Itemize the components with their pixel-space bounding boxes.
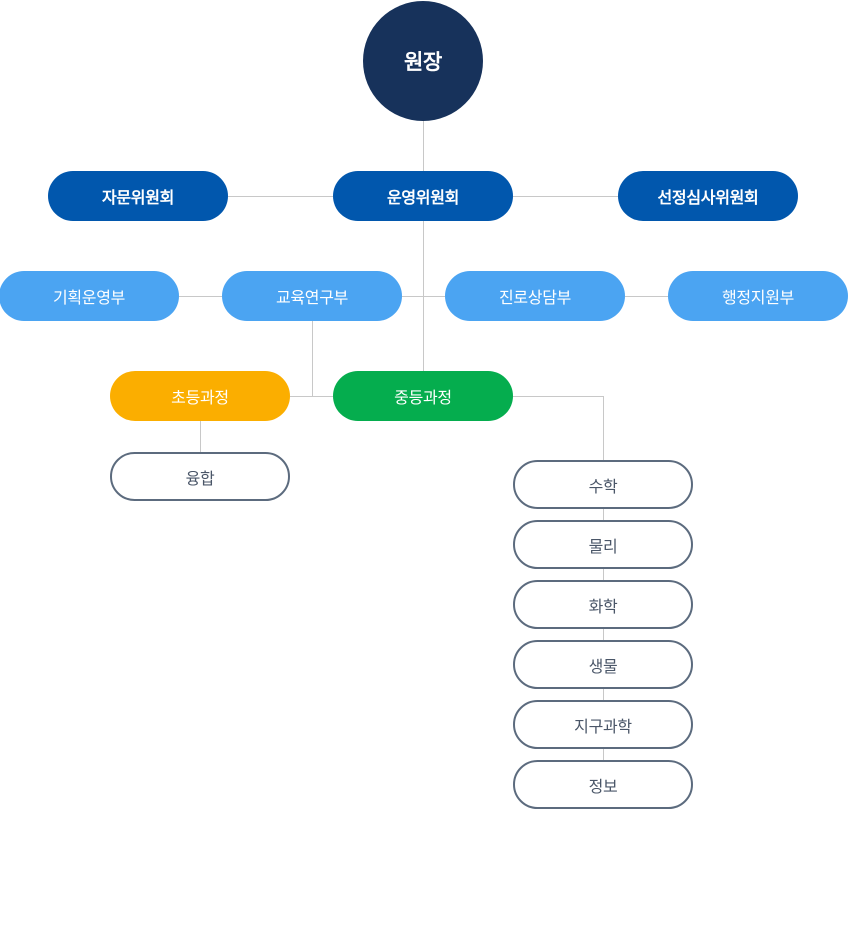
advisory-committee-label: 자문위원회 [101,188,175,207]
elementary-subject-node: 융합 [110,452,290,501]
connector-elementary-subject [200,421,201,452]
secondary-subject-node: 수학 [513,460,693,509]
connector-career-admin [625,296,668,297]
connector-trunk-career [423,296,445,297]
elementary-course-label: 초등과정 [171,388,229,407]
secondary-subject-label: 지구과학 [574,716,632,736]
director-label: 원장 [403,50,443,74]
operation-committee-node: 운영위원회 [333,171,513,221]
admin-department-label: 행정지원부 [721,288,795,307]
connector-education-courses [312,321,313,397]
operation-committee-label: 운영위원회 [386,188,460,207]
admin-department-node: 행정지원부 [668,271,848,321]
connector-planning-education [179,296,222,297]
secondary-subject-node: 지구과학 [513,700,693,749]
secondary-subject-label: 물리 [588,536,618,556]
selection-committee-node: 선정심사위원회 [618,171,798,221]
connector-secondary-subjects [603,396,604,760]
connector-elementary-secondary [290,396,333,397]
elementary-course-node: 초등과정 [110,371,290,421]
career-department-label: 진로상담부 [498,288,572,307]
connector-operation-selection [513,196,618,197]
secondary-subject-node: 화학 [513,580,693,629]
secondary-subject-node: 물리 [513,520,693,569]
planning-department-node: 기획운영부 [0,271,179,321]
elementary-subject-label: 융합 [185,468,215,488]
connector-education-trunk [402,296,423,297]
connector-advisory-operation [228,196,333,197]
secondary-subject-node: 정보 [513,760,693,809]
secondary-subject-label: 생물 [588,656,618,676]
education-department-label: 교육연구부 [275,288,349,307]
selection-committee-label: 선정심사위원회 [657,188,759,207]
connector-director-operation [423,121,424,171]
secondary-subject-label: 수학 [588,476,618,496]
secondary-subject-label: 정보 [588,776,618,796]
secondary-course-node: 중등과정 [333,371,513,421]
secondary-course-label: 중등과정 [394,388,452,407]
advisory-committee-node: 자문위원회 [48,171,228,221]
director-node: 원장 [363,1,483,121]
connector-secondary-right [513,396,603,397]
secondary-subject-label: 화학 [588,596,618,616]
secondary-subject-node: 생물 [513,640,693,689]
planning-department-label: 기획운영부 [52,288,126,307]
education-department-node: 교육연구부 [222,271,402,321]
career-department-node: 진로상담부 [445,271,625,321]
